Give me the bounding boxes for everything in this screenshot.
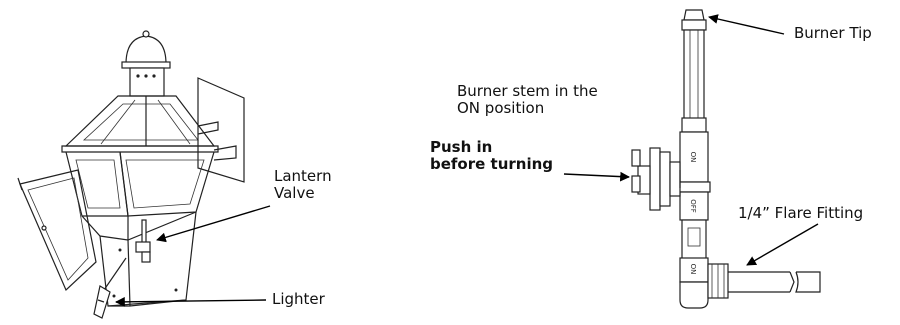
label-lantern-valve-line2: Valve bbox=[274, 184, 315, 202]
stem-marking-1: OFF bbox=[689, 199, 697, 213]
lantern-illustration bbox=[17, 30, 245, 319]
label-burner-stem: Burner stem in the ON position bbox=[457, 83, 598, 117]
label-burner-stem-line1: Burner stem in the bbox=[457, 82, 598, 100]
label-push-in-line1: Push in bbox=[430, 138, 493, 156]
arrow-push-in bbox=[563, 171, 630, 182]
label-lantern-valve-line1: Lantern bbox=[274, 167, 332, 185]
arrow-flare-fitting bbox=[746, 223, 819, 266]
label-push-in: Push in before turning bbox=[430, 139, 553, 173]
arrow-lantern-valve bbox=[156, 205, 271, 243]
label-lighter: Lighter bbox=[272, 290, 325, 308]
leader-arrows bbox=[115, 14, 819, 307]
label-burner-tip: Burner Tip bbox=[794, 24, 872, 42]
arrow-lighter bbox=[115, 296, 267, 307]
label-flare-fitting: 1/4” Flare Fitting bbox=[738, 204, 864, 222]
label-burner-stem-line2: ON position bbox=[457, 99, 545, 117]
stem-marking-2: ON bbox=[689, 264, 697, 275]
arrow-burner-tip bbox=[708, 14, 785, 35]
stem-marking-0: ON bbox=[689, 152, 697, 163]
label-lantern-valve: Lantern Valve bbox=[274, 168, 332, 202]
burner-stem-illustration: ON OFF ON bbox=[631, 9, 821, 309]
label-push-in-line2: before turning bbox=[430, 155, 554, 173]
